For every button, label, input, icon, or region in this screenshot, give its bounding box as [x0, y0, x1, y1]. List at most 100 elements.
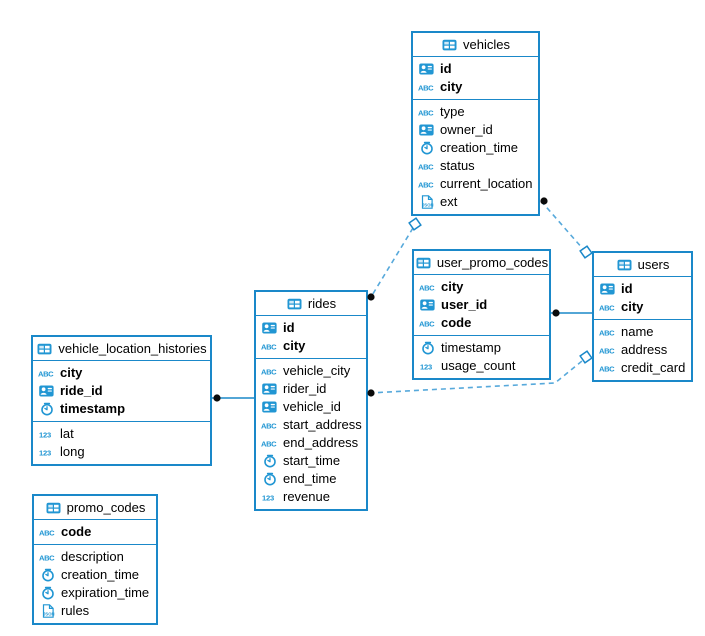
column-row[interactable]: ABC city: [256, 337, 366, 355]
id-card-icon: [261, 321, 278, 335]
column-name: vehicle_id: [283, 399, 341, 414]
column-row[interactable]: ABC vehicle_city: [256, 362, 366, 380]
column-row[interactable]: expiration_time: [34, 584, 156, 602]
table-header[interactable]: vehicle_location_histories: [33, 337, 210, 361]
column-name: revenue: [283, 489, 330, 504]
svg-text:123: 123: [39, 449, 51, 458]
column-row[interactable]: creation_time: [413, 139, 538, 157]
column-row[interactable]: 123 usage_count: [414, 357, 549, 375]
column-row[interactable]: timestamp: [414, 339, 549, 357]
column-row[interactable]: ABC end_address: [256, 434, 366, 452]
table-name: users: [637, 257, 670, 272]
svg-text:123: 123: [39, 431, 51, 440]
clock-icon: [39, 568, 56, 582]
column-row[interactable]: user_id: [414, 296, 549, 314]
column-name: code: [441, 315, 472, 330]
svg-text:ABC: ABC: [418, 163, 434, 172]
column-row[interactable]: ABC code: [414, 314, 549, 332]
column-row[interactable]: timestamp: [33, 400, 210, 418]
column-name: rules: [61, 603, 90, 618]
table-header[interactable]: rides: [256, 292, 366, 316]
column-row[interactable]: ride_id: [33, 382, 210, 400]
table-name: vehicles: [463, 37, 510, 52]
column-name: description: [61, 549, 124, 564]
column-name: creation_time: [440, 140, 519, 155]
svg-text:ABC: ABC: [39, 554, 55, 563]
column-name: end_time: [283, 471, 337, 486]
column-name: name: [621, 324, 654, 339]
column-row[interactable]: ABC city: [414, 278, 549, 296]
column-name: lat: [60, 426, 74, 441]
table-header[interactable]: user_promo_codes: [414, 251, 549, 275]
table-icon: [415, 256, 432, 270]
table-users[interactable]: users id ABC city ABC name ABC address A…: [592, 251, 693, 382]
column-name: long: [60, 444, 85, 459]
column-row[interactable]: ABC status: [413, 157, 538, 175]
column-name: user_id: [441, 297, 488, 312]
column-row[interactable]: 123 long: [33, 443, 210, 461]
abc-icon: ABC: [418, 177, 435, 191]
column-name: creation_time: [61, 567, 140, 582]
columns-section: ABC name ABC address ABC credit_card: [594, 319, 691, 380]
column-name: city: [60, 365, 83, 380]
column-row[interactable]: start_time: [256, 452, 366, 470]
column-name: ext: [440, 194, 458, 209]
column-row[interactable]: ABC address: [594, 341, 691, 359]
column-row[interactable]: ABC description: [34, 548, 156, 566]
column-name: vehicle_city: [283, 363, 351, 378]
column-name: id: [283, 320, 295, 335]
column-row[interactable]: ABC type: [413, 103, 538, 121]
id-card-icon: [419, 298, 436, 312]
number-icon: 123: [419, 359, 436, 373]
column-row[interactable]: id: [256, 319, 366, 337]
abc-icon: ABC: [39, 525, 56, 539]
relation-user_promo_codes-users[interactable]: [550, 309, 592, 317]
column-name: city: [621, 299, 644, 314]
abc-icon: ABC: [599, 343, 616, 357]
primary-key-section: ABC code: [34, 520, 156, 544]
table-header[interactable]: vehicles: [413, 33, 538, 57]
id-card-icon: [38, 384, 55, 398]
column-name: id: [621, 281, 633, 296]
clock-icon: [419, 341, 436, 355]
abc-icon: ABC: [39, 550, 56, 564]
column-name: address: [621, 342, 668, 357]
table-rides[interactable]: rides id ABC city ABC vehicle_city rider…: [254, 290, 368, 511]
primary-key-section: id ABC city: [594, 277, 691, 319]
column-row[interactable]: id: [413, 60, 538, 78]
column-row[interactable]: id: [594, 280, 691, 298]
column-name: status: [440, 158, 475, 173]
svg-text:ABC: ABC: [418, 181, 434, 190]
table-header[interactable]: promo_codes: [34, 496, 156, 520]
column-row[interactable]: ABC name: [594, 323, 691, 341]
column-row[interactable]: JSON ext: [413, 193, 538, 211]
column-row[interactable]: owner_id: [413, 121, 538, 139]
abc-icon: ABC: [261, 436, 278, 450]
table-vehicles[interactable]: vehicles id ABC city ABC type owner_id: [411, 31, 540, 216]
column-row[interactable]: ABC city: [594, 298, 691, 316]
column-row[interactable]: ABC start_address: [256, 416, 366, 434]
column-row[interactable]: ABC code: [34, 523, 156, 541]
clock-icon: [261, 472, 278, 486]
column-row[interactable]: end_time: [256, 470, 366, 488]
column-row[interactable]: 123 lat: [33, 425, 210, 443]
relation-vehicle_location_histories-rides[interactable]: [212, 394, 254, 402]
column-row[interactable]: ABC current_location: [413, 175, 538, 193]
table-user_promo_codes[interactable]: user_promo_codes ABC city user_id ABC co…: [412, 249, 551, 380]
table-promo_codes[interactable]: promo_codes ABC code ABC description cre…: [32, 494, 158, 625]
svg-text:ABC: ABC: [419, 284, 435, 293]
table-vehicle_location_histories[interactable]: vehicle_location_histories ABC city ride…: [31, 335, 212, 466]
id-card-icon: [418, 62, 435, 76]
column-row[interactable]: vehicle_id: [256, 398, 366, 416]
column-row[interactable]: 123 revenue: [256, 488, 366, 506]
column-row[interactable]: rider_id: [256, 380, 366, 398]
column-name: expiration_time: [61, 585, 150, 600]
column-row[interactable]: ABC city: [33, 364, 210, 382]
column-row[interactable]: ABC credit_card: [594, 359, 691, 377]
column-row[interactable]: ABC city: [413, 78, 538, 96]
column-row[interactable]: JSON rules: [34, 602, 156, 620]
table-header[interactable]: users: [594, 253, 691, 277]
abc-icon: ABC: [261, 418, 278, 432]
column-row[interactable]: creation_time: [34, 566, 156, 584]
